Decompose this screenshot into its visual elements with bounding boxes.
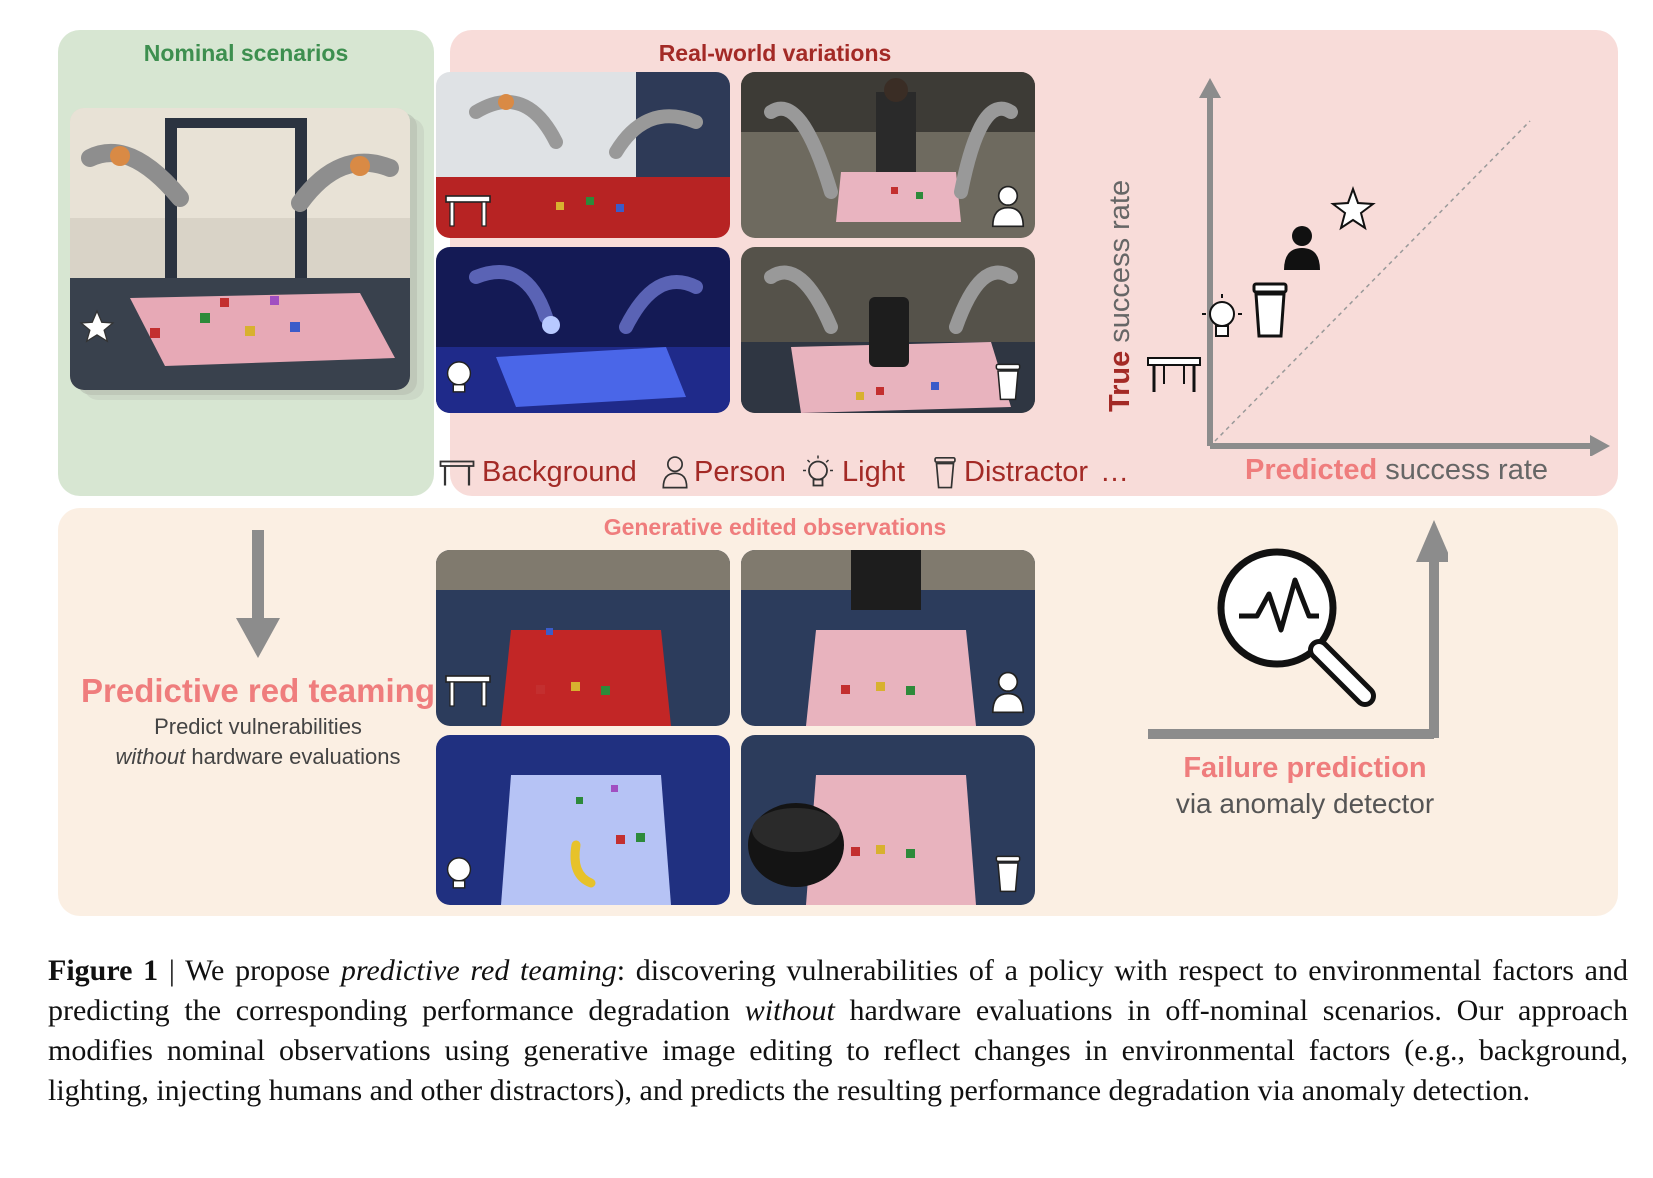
gen-photo-person — [741, 550, 1035, 726]
table-icon — [439, 460, 475, 486]
x-axis-label-rest: success rate — [1377, 454, 1549, 486]
generative-title: Generative edited observations — [603, 514, 947, 540]
trash-icon — [995, 855, 1021, 893]
legend-light-label: Light — [842, 455, 905, 488]
legend-distractor-label: Distractor — [964, 455, 1089, 488]
legend-person: Person — [662, 452, 786, 492]
caption-label: Figure 1 — [48, 954, 159, 987]
real-photo-light — [436, 247, 730, 413]
light-icon — [803, 455, 833, 487]
table-icon — [445, 195, 491, 227]
trash-icon — [1252, 282, 1288, 338]
y-axis-label-rest: success rate — [1104, 179, 1136, 351]
person-icon — [991, 185, 1025, 228]
caption-emph1: predictive red teaming — [340, 954, 617, 987]
real-photo-person — [741, 72, 1035, 238]
trash-icon — [934, 456, 956, 489]
real-photo-distractor — [741, 247, 1035, 413]
legend-distractor: Distractor — [932, 452, 1088, 492]
legend-ellipsis: … — [1100, 455, 1129, 488]
y-axis-label: True success rate — [1104, 180, 1137, 412]
caption-emph2: without — [744, 994, 835, 1027]
caption-part2: hardware evaluations in off-nominal scen… — [48, 994, 1628, 1107]
light-icon — [446, 361, 472, 393]
star-icon — [1330, 186, 1376, 231]
light-icon — [446, 857, 472, 889]
predictive-red-teaming-line2: without hardware evaluations — [58, 742, 458, 772]
x-axis-label: Predicted success rate — [1245, 454, 1548, 487]
table-icon — [1147, 357, 1201, 392]
nominal-photo-stack — [70, 108, 425, 400]
table-icon — [445, 675, 491, 707]
nominal-photo — [70, 108, 410, 390]
x-axis-label-emph: Predicted — [1245, 454, 1378, 486]
predictive-red-teaming-emph: without — [115, 744, 186, 769]
magnifier-anomaly-icon — [1217, 548, 1376, 707]
gen-photo-light — [436, 735, 730, 905]
gen-photo-distractor — [741, 735, 1035, 905]
caption-sep: | We propose — [158, 954, 341, 987]
figure-caption: Figure 1 | We propose predictive red tea… — [48, 951, 1628, 1111]
failure-prediction-title: Failure prediction — [1183, 752, 1427, 784]
light-icon — [1202, 294, 1242, 337]
predictive-red-teaming-rest: hardware evaluations — [185, 744, 401, 769]
legend-background: Background — [438, 452, 637, 492]
predictive-red-teaming-line1: Predict vulnerabilities — [154, 714, 362, 739]
nominal-title: Nominal scenarios — [143, 40, 349, 66]
person-icon — [991, 671, 1025, 714]
real-photo-background — [436, 72, 730, 238]
up-right-arrow-icon — [1148, 520, 1448, 739]
success-rate-plot — [1147, 78, 1610, 456]
gen-photo-background — [436, 550, 730, 726]
predictive-red-teaming-title: Predictive red teaming — [81, 672, 435, 709]
trash-icon — [995, 363, 1021, 401]
legend-person-label: Person — [694, 455, 786, 488]
y-axis-label-emph: True — [1104, 350, 1136, 412]
legend-light: Light — [800, 452, 905, 492]
real-title: Real-world variations — [658, 40, 892, 66]
legend-background-label: Background — [482, 455, 637, 488]
failure-prediction-subtitle: via anomaly detector — [1175, 788, 1435, 819]
person-icon — [1284, 226, 1320, 270]
person-icon — [662, 456, 688, 489]
star-icon — [79, 309, 115, 343]
caption-part1: : discovering vulnerabilities of a polic… — [48, 954, 1628, 1027]
down-arrow-icon — [236, 530, 280, 658]
